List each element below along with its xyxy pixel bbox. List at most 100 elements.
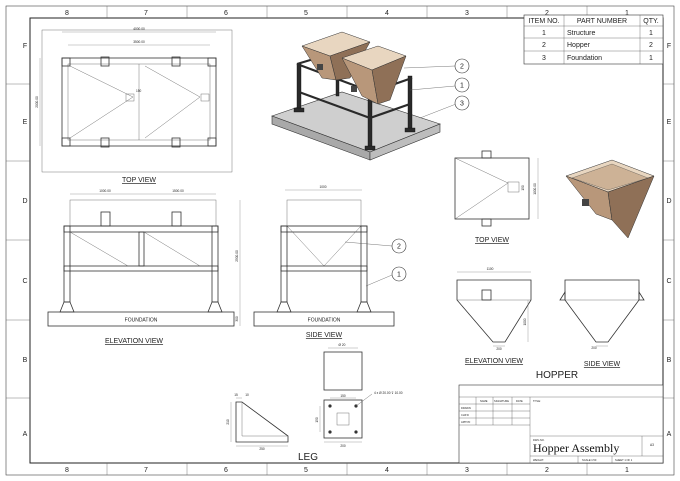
dim-leg-w2: 250 (259, 447, 265, 451)
assembly-elevation-view: 1000.00 1500.00 FOUNDATION 2500.00 300 E… (47, 189, 241, 345)
tb-sheet: SHEET 1 OF 1 (615, 458, 633, 462)
dim-leg-pitch: 150 (340, 394, 346, 398)
bom-part-name: Structure (567, 30, 596, 37)
zone-row-right: E (667, 119, 672, 126)
zone-row-left: E (23, 119, 28, 126)
assembly-isometric: 2 1 3 (271, 31, 470, 161)
dim-elevation-2: 1500.00 (172, 189, 184, 193)
tb-size: A3 (650, 443, 654, 447)
dim-hopper-elev-w: 1100 (487, 267, 494, 271)
zone-col-top: 8 (65, 10, 69, 17)
zone-row-right: D (666, 198, 671, 205)
dim-leg-t1: 15 (234, 393, 238, 397)
zone-labels: 8 7 6 5 4 3 2 1 8 7 6 5 4 3 2 1 F E D C … (22, 10, 671, 474)
assembly-side-view: 1000 FOUNDATION 2 1 SIDE VIEW (253, 185, 407, 339)
hopper-title: HOPPER (536, 370, 578, 381)
drawing-title: Hopper Assembly (533, 441, 619, 455)
zone-col-top: 7 (144, 10, 148, 17)
bom-qty: 1 (649, 55, 653, 62)
dim-hopper-elev-h: 1000 (523, 318, 527, 325)
zone-col-top: 6 (224, 10, 228, 17)
tb-drawn: DRAWN (461, 406, 471, 410)
zone-row-left: F (23, 43, 27, 50)
zone-col-bottom: 7 (144, 467, 148, 474)
tb-checked: CHK'D (461, 413, 469, 417)
hopper-isometric (565, 159, 655, 239)
tb-weight: WEIGHT: (533, 458, 544, 462)
foundation-side-label: FOUNDATION (308, 318, 341, 324)
bom-header-qty: QTY. (643, 18, 658, 25)
hopper-elevation-view: 1100 1000 200 ELEVATION VIEW (456, 267, 532, 365)
hopper-top-view-label: TOP VIEW (475, 237, 509, 244)
zone-row-left: D (22, 198, 27, 205)
balloon-side-structure: 1 (397, 272, 401, 279)
zone-col-top: 4 (385, 10, 389, 17)
dim-side-width: 1000 (319, 185, 326, 189)
dim-width: 2000.00 (35, 96, 39, 108)
bom-table: ITEM NO. PART NUMBER QTY. 1 Structure 1 … (523, 14, 664, 65)
leg-title: LEG (298, 452, 318, 463)
tb-date: DATE (516, 399, 523, 403)
leg-plate-top-view: Ø 20 150 150 200 4 x Ø 20.00 ⊽ 10.00 (315, 343, 403, 448)
dim-inner-length: 3500.00 (133, 40, 145, 44)
zone-col-top: 5 (304, 10, 308, 17)
zone-row-right: F (667, 43, 671, 50)
top-view-label: TOP VIEW (122, 177, 156, 184)
dim-outlet: 150 (136, 89, 142, 93)
zone-row-left: A (23, 431, 28, 438)
dim-elevation-height: 2500.00 (235, 250, 239, 262)
bom-part-name: Foundation (567, 55, 602, 62)
zone-col-bottom: 3 (465, 467, 469, 474)
zone-row-left: B (23, 357, 28, 364)
zone-col-bottom: 4 (385, 467, 389, 474)
dim-elevation-1: 1000.00 (99, 189, 111, 193)
dim-leg-holes: 4 x Ø 20.00 ⊽ 10.00 (374, 391, 403, 395)
bom-part-name: Hopper (567, 42, 591, 49)
hopper-top-view: 1000.00 150 TOP VIEW (454, 150, 539, 244)
zone-col-bottom: 5 (304, 467, 308, 474)
tb-approved: APPV'D (461, 420, 470, 424)
tb-dwg-no: DWG NO. (533, 438, 545, 442)
tb-name: NAME (480, 399, 488, 403)
dim-leg-side: 150 (315, 417, 319, 423)
dim-leg-h: 210 (226, 419, 230, 425)
dim-hopper-elev-b: 200 (496, 347, 502, 351)
leg-side-view: 15 10 210 250 (226, 393, 289, 451)
tb-scale: SCALE:1:50 (582, 458, 597, 462)
bom-item-no: 3 (542, 55, 546, 62)
zone-col-bottom: 8 (65, 467, 69, 474)
balloon-hopper: 2 (460, 64, 464, 71)
assembly-top-view: 4000.00 3500.00 2000.00 150 TOP VIEW (35, 27, 233, 184)
zone-row-right: A (667, 431, 672, 438)
zone-col-top: 2 (545, 10, 549, 17)
zone-col-bottom: 2 (545, 467, 549, 474)
zone-row-left: C (22, 278, 27, 285)
side-view-label: SIDE VIEW (306, 332, 343, 339)
zone-col-top: 1 (625, 10, 629, 17)
zone-row-right: C (666, 278, 671, 285)
dim-leg-plate: Ø 20 (339, 343, 346, 347)
dim-leg-width: 200 (340, 444, 346, 448)
dim-hopper-top-h: 1000.00 (533, 183, 537, 195)
zone-col-bottom: 6 (224, 467, 228, 474)
hopper-side-view-label: SIDE VIEW (584, 361, 621, 368)
dim-leg-t2: 10 (245, 393, 249, 397)
balloon-foundation: 3 (460, 101, 464, 108)
inner-frame (29, 17, 664, 464)
foundation-label: FOUNDATION (125, 318, 158, 324)
dim-overall-length: 4000.00 (133, 27, 145, 31)
zone-col-top: 3 (465, 10, 469, 17)
bom-item-no: 1 (542, 30, 546, 37)
balloon-structure: 1 (460, 83, 464, 90)
zone-col-bottom: 1 (625, 467, 629, 474)
tb-signature: SIGNATURE (494, 399, 509, 403)
dim-foundation-height: 300 (235, 316, 239, 322)
hopper-side-view: 200 SIDE VIEW (559, 279, 645, 368)
dim-hopper-outlet: 150 (521, 185, 525, 191)
balloon-side-hopper: 2 (397, 244, 401, 251)
bom-item-no: 2 (542, 42, 546, 49)
bom-qty: 1 (649, 30, 653, 37)
elevation-view-label: ELEVATION VIEW (105, 338, 163, 345)
bom-qty: 2 (649, 42, 653, 49)
hopper-elevation-view-label: ELEVATION VIEW (465, 358, 523, 365)
